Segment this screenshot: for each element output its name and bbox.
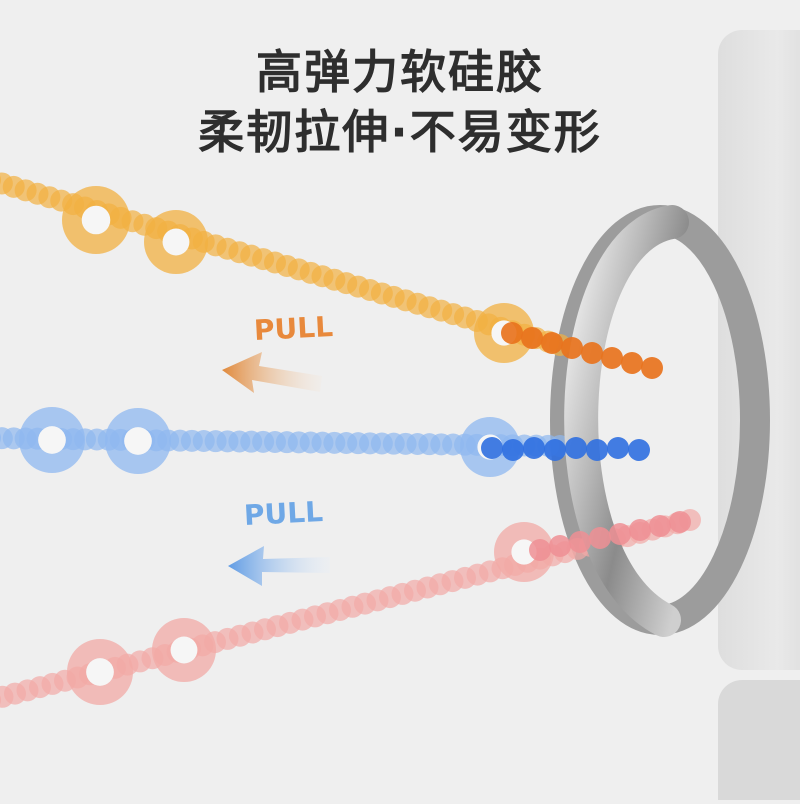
wall-plate-lower [718,680,800,804]
strap-tip-bead [641,357,663,379]
headline-line-1: 高弹力软硅胶 [256,45,544,99]
strap-tip-bead [502,439,524,461]
pull-label-blue: PULL [243,494,324,533]
pull-arrow-orange-icon [222,352,322,393]
strap-tip-bead [628,439,650,461]
strap-tip-bead [544,439,566,461]
strap-tip-bead [549,535,571,557]
strap-tip-bead [541,332,563,354]
strap-loop-hole [170,636,198,664]
strap-tip-bead [669,511,691,533]
strap-loop-hole [38,426,66,454]
pull-label-orange: PULL [253,309,334,348]
strap-loop-hole [86,658,114,686]
strap-tip-bead [565,437,587,459]
strap-tip-bead [561,337,583,359]
headline: 高弹力软硅胶 柔韧拉伸·不易变形 [0,42,800,162]
headline-line-2: 柔韧拉伸·不易变形 [198,105,602,159]
pull-arrow-blue-icon [228,546,330,586]
strap-loop-hole [81,205,111,235]
strap-tip-bead [649,515,671,537]
strap-tip-bead [569,531,591,553]
strap-tip-bead [629,519,651,541]
strap-tip-bead [523,437,545,459]
strap-tip-bead [529,539,551,561]
strap-tip-bead [581,342,603,364]
strap-tip-bead [589,527,611,549]
strap-tip-bead [601,347,623,369]
strap-tip-bead [501,322,523,344]
metal-ring [564,205,689,637]
strap-tip-bead [586,439,608,461]
strap-tips [481,322,691,561]
strap-loop-hole [162,228,190,256]
strap-tip-bead [621,352,643,374]
strap-tip-bead [609,523,631,545]
strap-loop-hole [124,427,152,455]
strap-tip-bead [481,437,503,459]
strap-tip-bead [521,327,543,349]
strap-tip-bead [607,437,629,459]
